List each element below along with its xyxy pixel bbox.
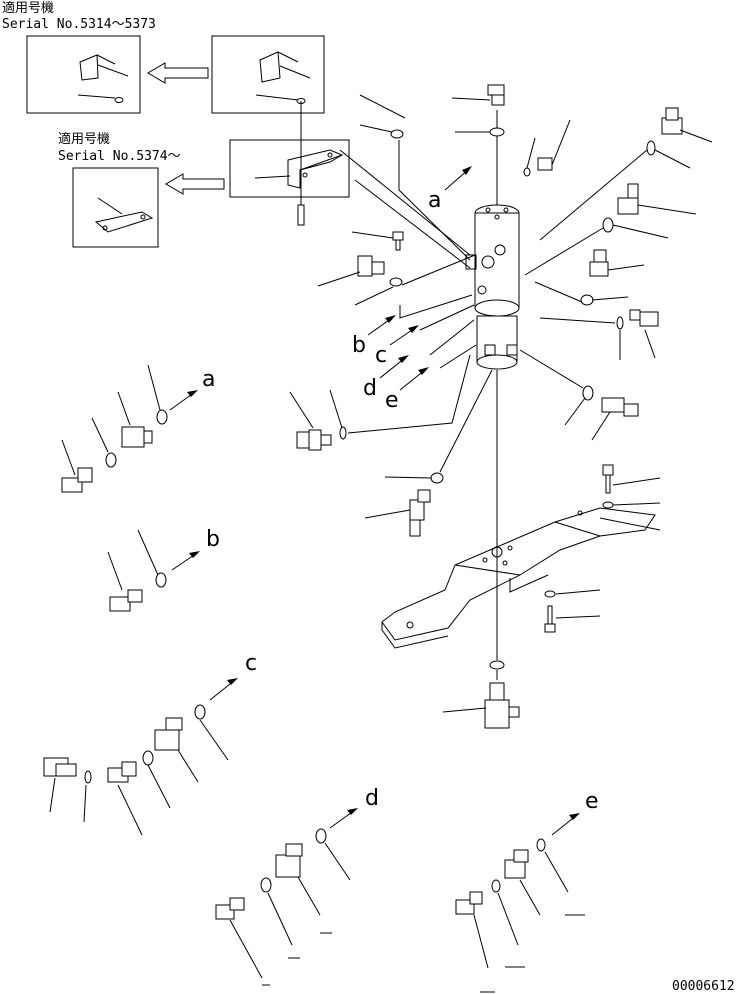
inset-old-bracket	[26, 35, 141, 114]
bolt-left-upper	[351, 231, 404, 251]
subassembly-a: a	[61, 364, 215, 493]
elbow-lower-centre	[364, 489, 431, 537]
callout-c-main: c	[375, 325, 419, 368]
elbow-right-2	[524, 183, 697, 276]
leader-b	[399, 294, 473, 319]
callout-e-main: e	[385, 367, 429, 413]
leader-c	[419, 304, 475, 331]
subassembly-c: c	[43, 651, 257, 836]
svg-text:b: b	[352, 333, 366, 358]
bottom-check-valve	[442, 660, 520, 729]
straight-fitting-lower-left	[289, 354, 471, 451]
straight-fitting-left	[317, 255, 385, 287]
callout-a-main: a	[428, 166, 472, 213]
small-fitting-upper-right	[523, 119, 571, 177]
svg-text:c: c	[375, 343, 387, 368]
leader-d	[429, 319, 475, 356]
applicable-label-mid: 適用号機	[58, 131, 110, 147]
subassembly-d: d	[215, 786, 379, 986]
oring-left	[354, 254, 476, 306]
svg-text:d: d	[365, 786, 379, 811]
svg-text:e: e	[585, 789, 599, 814]
subassembly-e: e	[455, 789, 599, 993]
subassembly-b: b	[107, 527, 220, 612]
callout-b-main: b	[352, 315, 396, 358]
svg-text:d: d	[363, 376, 377, 401]
arrow-left-top	[147, 62, 209, 84]
leader-e	[439, 344, 477, 369]
plate-oring-upper	[339, 94, 471, 269]
elbow-right-3	[534, 249, 645, 306]
arrow-left-mid	[165, 173, 225, 195]
inset-current-bracket	[211, 35, 325, 114]
swivel-joint-upper	[465, 204, 520, 370]
elbow-fitting-top	[451, 84, 505, 133]
elbow-right-1	[539, 107, 713, 241]
applicable-label-top: 適用号機	[2, 0, 54, 16]
frame-bracket	[381, 507, 656, 649]
inset-plate-new	[72, 167, 159, 248]
svg-text:b: b	[206, 527, 220, 552]
top-oring	[489, 127, 505, 137]
svg-text:e: e	[385, 388, 399, 413]
inset-bracket-detail	[229, 101, 350, 226]
elbow-right-4	[539, 309, 659, 360]
oring-lower-centre	[384, 369, 493, 484]
serial-range-top: Serial No.5314～5373	[2, 17, 156, 32]
callout-d-main: d	[363, 355, 409, 401]
mount-bolt-lower	[544, 589, 601, 633]
svg-text:c: c	[245, 651, 257, 676]
serial-range-mid: Serial No.5374～	[58, 149, 181, 164]
svg-text:a: a	[428, 188, 441, 213]
svg-text:a: a	[202, 367, 215, 392]
drawing-number: 00006612	[672, 979, 735, 994]
elbow-right-5	[519, 349, 639, 441]
mount-bolt-upper	[599, 464, 661, 531]
